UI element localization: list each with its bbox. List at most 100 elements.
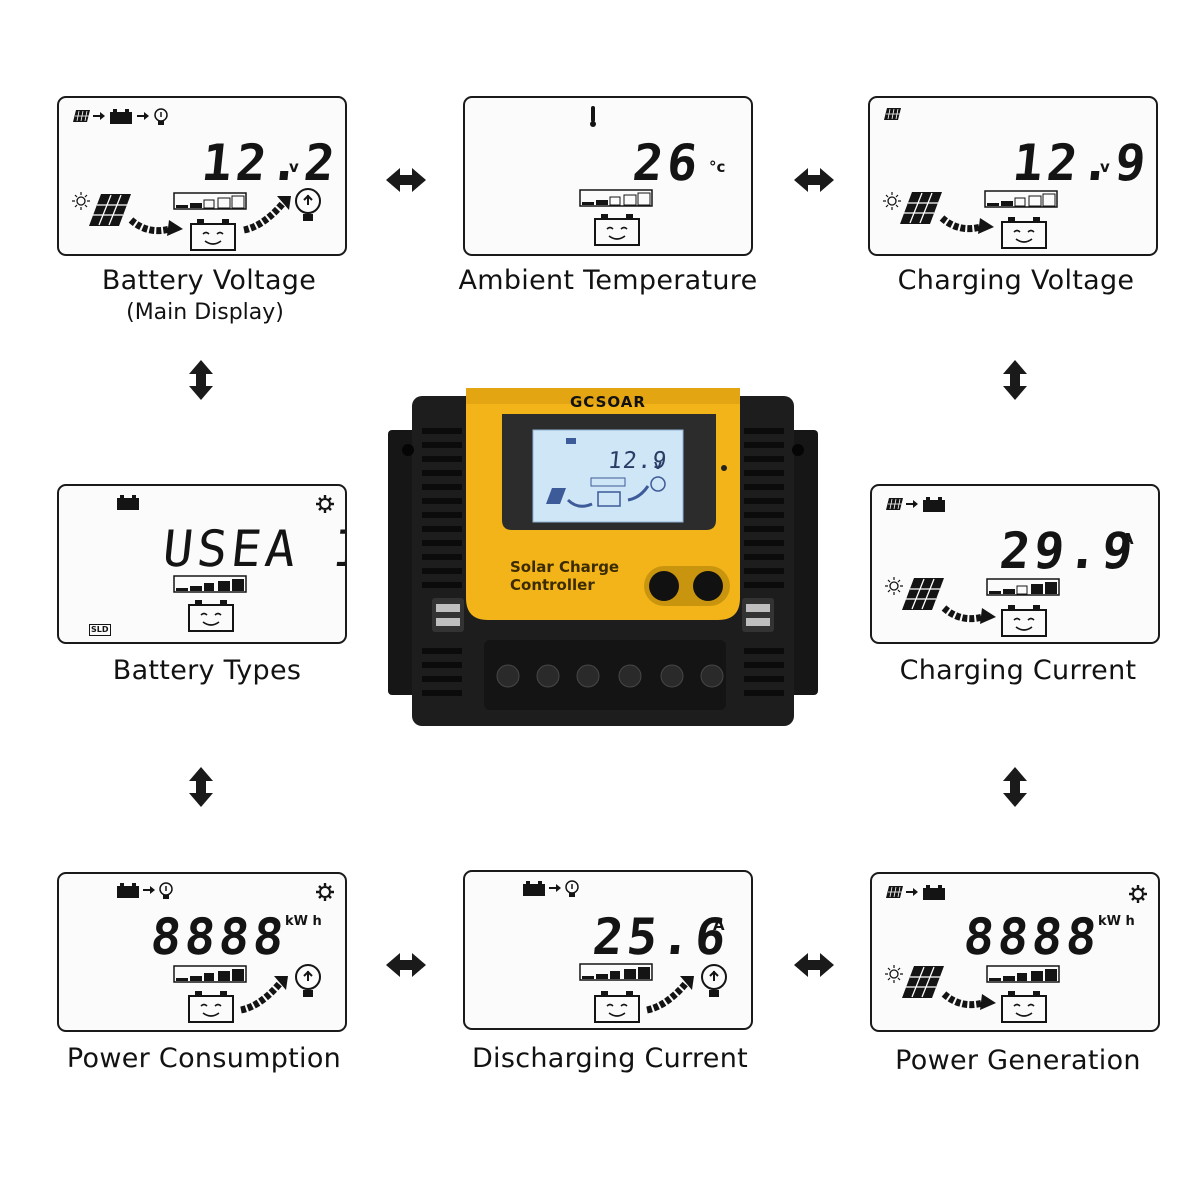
double-arrow-vertical-icon [189, 767, 213, 807]
lcd-panel-charging-voltage: 12.9 v [868, 96, 1158, 256]
lcd-graphics [885, 497, 1060, 637]
battery-face-icon [188, 600, 234, 632]
lcd-reading: 29.9 [996, 522, 1140, 580]
device-button-up[interactable] [649, 571, 679, 601]
battery-face-icon [594, 991, 640, 1023]
flow-arrow-icon [243, 196, 291, 234]
double-arrow-horizontal-icon [386, 168, 426, 192]
caption-ambient-temperature: Ambient Temperature [458, 265, 758, 296]
gear-icon [1129, 885, 1147, 903]
device-housing [388, 388, 818, 726]
lcd-panel-power-consumption: 8888 kW h [57, 872, 347, 1032]
lcd-unit: kW h [285, 914, 322, 929]
flow-arrow-icon [240, 976, 288, 1014]
lcd-reading: 8888 [147, 908, 291, 966]
lcd-panel-battery-voltage: 12.2 v [57, 96, 347, 256]
gear-icon [316, 883, 334, 901]
gear-icon [316, 495, 334, 513]
battery-icon [923, 497, 945, 512]
solar-panel-icon [886, 498, 903, 510]
subcaption-main-display: (Main Display) [126, 300, 284, 325]
thermometer-icon [590, 106, 596, 127]
lcd-graphics [523, 880, 727, 1023]
lcd-unit: A [1122, 530, 1134, 548]
lcd-reading: 12.9 [1009, 134, 1153, 192]
lcd-unit: v [1100, 158, 1110, 176]
lcd-graphics [579, 106, 653, 246]
battery-level-bar [173, 192, 247, 210]
battery-face-icon [594, 214, 640, 246]
lcd-graphics [885, 885, 1147, 1023]
lcd-panel-charging-current: 29.9 A [870, 484, 1160, 644]
battery-face-icon [1001, 605, 1047, 637]
flow-arrow-icon [939, 215, 994, 234]
device-label-line2: Controller [510, 576, 595, 594]
battery-face-icon [190, 219, 236, 251]
caption-charging-current: Charging Current [899, 655, 1137, 686]
solar-panel-icon [902, 966, 944, 998]
sun-icon [883, 192, 901, 210]
bulb-icon [701, 964, 727, 997]
caption-power-generation: Power Generation [895, 1045, 1141, 1076]
caption-power-consumption: Power Consumption [66, 1043, 342, 1074]
lcd-reading: 8888 [960, 908, 1104, 966]
caption-battery-types: Battery Types [112, 655, 302, 686]
device-brand-logo: GCSOAR [570, 393, 646, 411]
lcd-reading: 25.6 [589, 908, 733, 966]
bulb-icon [154, 108, 168, 125]
battery-face-icon [188, 991, 234, 1023]
flow-arrow-icon [941, 991, 996, 1010]
battery-level-bar [984, 190, 1058, 208]
battery-icon [117, 883, 139, 898]
solar-panel-icon [900, 192, 942, 224]
device-button-down[interactable] [693, 571, 723, 601]
caption-battery-voltage: Battery Voltage [101, 265, 317, 296]
sun-icon [885, 577, 903, 595]
double-arrow-horizontal-icon [794, 168, 834, 192]
lcd-unit: A [713, 916, 725, 934]
device-screen-unit: v [654, 458, 662, 472]
caption-charging-voltage: Charging Voltage [897, 265, 1135, 296]
battery-icon [923, 885, 945, 900]
battery-level-bar [173, 965, 247, 983]
battery-icon [110, 109, 132, 124]
battery-icon [117, 495, 139, 510]
battery-level-bar [986, 578, 1060, 596]
solar-charge-controller-device: GCSOAR 12.9 v Solar Charge Controller [388, 388, 818, 738]
lcd-reading: 26 [629, 134, 705, 192]
solar-panel-icon [89, 194, 131, 226]
battery-type-badge: SLD [89, 624, 111, 636]
lcd-graphics [117, 495, 334, 632]
lcd-panel-ambient-temperature: 26 °c [463, 96, 753, 256]
device-label-line1: Solar Charge [510, 558, 620, 576]
lcd-unit: v [289, 158, 299, 176]
lcd-reading: 12.2 [198, 134, 342, 192]
battery-face-icon [1001, 217, 1047, 249]
battery-level-bar [579, 189, 653, 207]
double-arrow-horizontal-icon [386, 953, 426, 977]
lcd-unit: °c [709, 158, 726, 176]
battery-face-icon [1001, 991, 1047, 1023]
double-arrow-horizontal-icon [794, 953, 834, 977]
sun-icon [72, 192, 90, 210]
lcd-graphics [72, 108, 321, 251]
solar-panel-icon [884, 108, 901, 120]
lcd-panel-discharging-current: 25.6 A [463, 870, 753, 1030]
battery-level-bar [579, 963, 653, 981]
lcd-graphics [117, 882, 334, 1023]
lcd-reading: USEA I [159, 520, 347, 578]
flow-arrow-icon [941, 605, 996, 624]
flow-arrow-icon [646, 976, 694, 1014]
solar-panel-icon [902, 578, 944, 610]
lcd-unit: kW h [1098, 914, 1135, 929]
caption-discharging-current: Discharging Current [471, 1043, 749, 1074]
bulb-icon [565, 880, 579, 897]
flow-arrow-icon [128, 217, 183, 236]
bulb-icon [159, 882, 173, 899]
lcd-panel-power-generation: 8888 kW h [870, 872, 1160, 1032]
battery-icon [523, 881, 545, 896]
battery-level-bar [986, 965, 1060, 983]
double-arrow-vertical-icon [189, 360, 213, 400]
solar-panel-icon [73, 110, 90, 122]
lcd-graphics [883, 108, 1058, 249]
